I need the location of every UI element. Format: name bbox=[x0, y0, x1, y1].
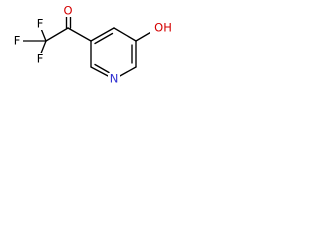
ring-bond-c6-n bbox=[117, 66, 137, 78]
f-bottom-label-bg bbox=[34, 53, 46, 65]
carbonyl-oxygen-label-bg bbox=[62, 5, 74, 17]
atom-label-group: F F F O OH N bbox=[11, 4, 174, 86]
ring-inner-double-1 bbox=[94, 32, 114, 45]
fluorine-label-bottom: F bbox=[37, 52, 44, 66]
nitrogen-label-bg bbox=[108, 73, 120, 85]
bond-cf3-to-carbonyl bbox=[45, 27, 69, 42]
bond-group bbox=[22, 13, 154, 78]
ring-bond-c4-c5 bbox=[113, 27, 137, 42]
chemical-structure-canvas: F F F O OH N bbox=[0, 0, 189, 113]
fluorine-label-left: F bbox=[14, 34, 21, 48]
ring-bond-n-c2 bbox=[90, 66, 111, 78]
hydroxyl-label: OH bbox=[154, 21, 172, 35]
ring-nitrogen-label: N bbox=[110, 72, 119, 86]
carbonyl-oxygen-label: O bbox=[63, 4, 72, 18]
hydroxyl-label-bg bbox=[150, 21, 174, 35]
f-left-label-bg bbox=[11, 35, 23, 47]
ring-bond-c3-c4 bbox=[90, 27, 115, 42]
ring-inner-double-3 bbox=[94, 63, 110, 74]
molecule-diagram: F F F O OH N bbox=[11, 4, 174, 86]
f-top-label-bg bbox=[34, 18, 46, 30]
fluorine-label-top: F bbox=[37, 17, 44, 31]
bond-carbonyl-to-ring bbox=[67, 27, 92, 42]
